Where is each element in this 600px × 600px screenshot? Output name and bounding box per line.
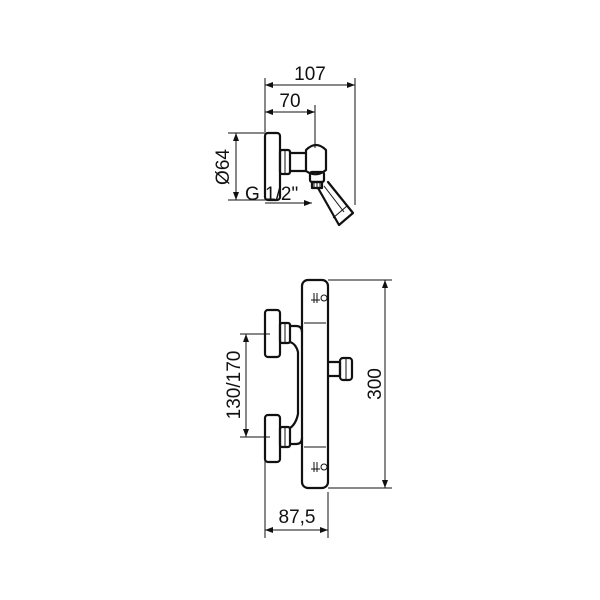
dim-thread-label: G 1/2"	[245, 184, 298, 205]
dim-87-5: 87,5	[264, 460, 329, 538]
dim-130-170: 130/170	[224, 333, 270, 438]
mixer-front-outline	[263, 278, 354, 490]
dim-107: 107	[264, 64, 356, 205]
dim-centers-label: 130/170	[224, 351, 245, 420]
dim-300-label: 300	[365, 368, 386, 400]
dim-70-label: 70	[279, 91, 300, 112]
dim-diameter-label: Ø64	[213, 149, 234, 185]
dim-thread: G 1/2"	[245, 184, 312, 206]
fitting-side-outline	[263, 131, 355, 227]
dim-87-5-label: 87,5	[279, 507, 316, 528]
dim-300: 300	[328, 279, 392, 489]
dim-diameter-64: Ø64	[213, 132, 270, 201]
front-view: 300 130/170 87,5	[224, 278, 392, 538]
top-view: 107 70 Ø64 G 1/2"	[213, 64, 356, 227]
dim-107-label: 107	[294, 64, 326, 85]
dim-70: 70	[265, 91, 316, 148]
